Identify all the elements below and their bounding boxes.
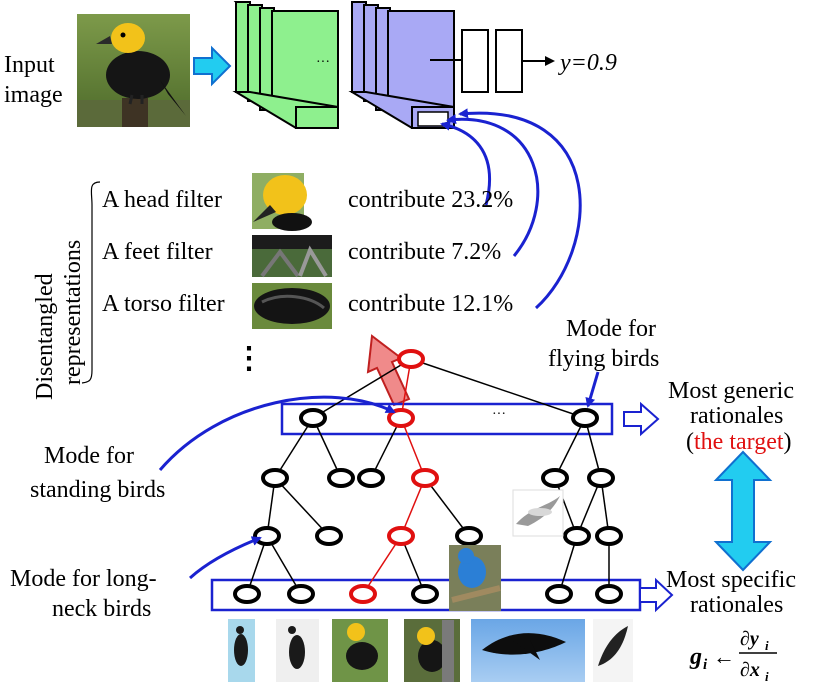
- tree-node: [541, 468, 569, 488]
- tree-node-selected: [411, 468, 439, 488]
- tree-node: [299, 408, 327, 428]
- filter-name-head: A head filter: [102, 187, 222, 213]
- green-conv-block: [232, 0, 339, 129]
- tree-node: [455, 526, 483, 546]
- mode-flying-line2: flying birds: [548, 346, 659, 372]
- filter-name-feet: A feet filter: [102, 239, 213, 265]
- tree-node: [357, 468, 385, 488]
- more-filters-dots: ⋮: [234, 342, 264, 375]
- generic-line2: rationales: [690, 403, 783, 429]
- generic-line1: Most generic: [668, 378, 794, 404]
- input-label-line1: Input: [4, 52, 55, 78]
- formula-den-sub: i: [765, 669, 769, 684]
- contribution-feet: contribute 7.2%: [348, 239, 501, 265]
- tree-node: [571, 408, 599, 428]
- mode-standing-line2: standing birds: [30, 477, 165, 503]
- contrib-feet-arrow: [446, 114, 540, 257]
- mode-standing-line1: Mode for: [44, 443, 134, 469]
- tree-leaf-node-selected: [349, 584, 377, 604]
- mode-longneck-line1: Mode for long-: [10, 566, 157, 592]
- generic-target-text: the target: [694, 429, 784, 455]
- formula-num-sub: i: [765, 638, 769, 653]
- tree-nodes: [233, 349, 623, 604]
- left-brace: [81, 181, 101, 384]
- specific-open-arrow: [639, 577, 674, 613]
- formula-arrow: ←: [713, 644, 735, 669]
- tree-node: [327, 468, 355, 488]
- formula-lhs: g: [689, 644, 702, 670]
- tree-leaf-node: [287, 584, 315, 604]
- contrib-head-arrow: [440, 120, 492, 206]
- formula-lhs-sub: i: [703, 657, 708, 673]
- leaf-image-yellowhead-1: [332, 619, 388, 682]
- mode-flying-line1: Mode for: [566, 316, 656, 342]
- mode-standing-arrow: [158, 395, 396, 471]
- specific-line1: Most specific: [666, 567, 796, 593]
- generic-specific-double-arrow: [713, 450, 773, 572]
- side-label: Disentangled: [32, 273, 58, 400]
- tree-leaf-node: [545, 584, 573, 604]
- tree-node: [563, 526, 591, 546]
- leaf-image-crow-sky: [471, 619, 585, 682]
- tree-node-selected: [387, 408, 415, 428]
- tree-node: [587, 468, 615, 488]
- head-filter-image: [252, 173, 312, 231]
- tree-leaf-node: [595, 584, 623, 604]
- generic-open-arrow: [623, 401, 660, 437]
- filter-name-torso: A torso filter: [102, 291, 225, 317]
- flying-gull-image: [512, 489, 564, 537]
- formula-denominator: ∂x: [740, 659, 760, 681]
- tree-node: [315, 526, 343, 546]
- root-to-filters-arrow: [366, 334, 411, 407]
- input-bird-image: [77, 14, 190, 127]
- fc-layer-2: [495, 29, 523, 93]
- input-label-line2: image: [4, 82, 63, 108]
- mode-longneck-line2: neck birds: [52, 596, 151, 622]
- tree-node: [253, 526, 281, 546]
- torso-filter-image: [252, 283, 332, 329]
- gradient-formula: g i ← ∂y i ∂x i: [689, 628, 777, 684]
- input-to-cnn-arrow: [193, 45, 232, 87]
- tree-node: [261, 468, 289, 488]
- side-label-group-2: representations: [60, 240, 86, 385]
- contrib-torso-arrow: [458, 108, 582, 310]
- generic-target: (the target): [686, 429, 792, 455]
- cnn-ellipsis: ···: [316, 55, 330, 70]
- mode-longneck-arrow: [188, 536, 262, 580]
- blue-conv-block: [348, 1, 455, 129]
- tree-root-node: [397, 349, 425, 369]
- leaf-image-crow-white: [593, 619, 633, 682]
- tree-leaf-node: [233, 584, 261, 604]
- contribution-torso: contribute 12.1%: [348, 291, 513, 317]
- generic-rationales-box: [280, 402, 614, 436]
- leaf-image-cormorant-1: [228, 619, 255, 682]
- tree-row-ellipsis: ···: [492, 407, 506, 422]
- output-label: y=0.9: [558, 50, 617, 76]
- fc-layer-1: [461, 29, 489, 93]
- tree-node: [595, 526, 623, 546]
- side-label-line1: Disentangled: [32, 273, 58, 400]
- mode-flying-arrow: [585, 371, 600, 408]
- contribution-head: contribute 23.2%: [348, 187, 513, 213]
- leaf-image-yellowhead-2: [404, 619, 460, 682]
- side-label-line2: representations: [60, 240, 86, 385]
- tree-node-selected: [387, 526, 415, 546]
- leaf-image-cormorant-2: [276, 619, 319, 682]
- formula-numerator: ∂y: [740, 628, 759, 650]
- feet-filter-image: [252, 235, 332, 278]
- specific-line2: rationales: [690, 592, 783, 618]
- tree-leaf-node: [411, 584, 439, 604]
- blue-bird-image: [449, 545, 501, 611]
